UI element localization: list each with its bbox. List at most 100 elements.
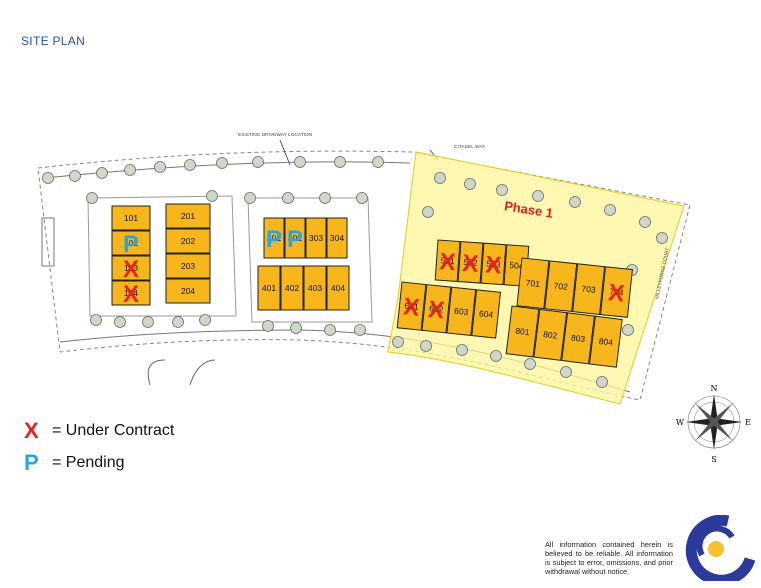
compass-n: N bbox=[711, 384, 718, 393]
unit-label-101: 101 bbox=[124, 213, 138, 223]
brand-logo bbox=[685, 515, 756, 581]
logo-inner-arc bbox=[696, 525, 735, 557]
tree-icon bbox=[199, 314, 211, 326]
unit-label-602: 602 bbox=[429, 303, 444, 314]
unit-203[interactable] bbox=[165, 253, 211, 279]
under-contract-marker-502: X bbox=[461, 250, 479, 278]
tree-icon bbox=[96, 167, 108, 179]
existing-driveway-label: EXISTING DRIVEWAY LOCATION bbox=[238, 132, 313, 138]
unit-label-103: 103 bbox=[124, 263, 138, 273]
unit-701[interactable] bbox=[516, 257, 550, 310]
under-contract-marker-602: X bbox=[427, 296, 446, 325]
unit-label-401: 401 bbox=[262, 283, 276, 293]
unit-304[interactable] bbox=[326, 217, 348, 259]
tree-icon bbox=[392, 336, 404, 348]
parking-lot-west bbox=[87, 195, 237, 317]
unit-704[interactable] bbox=[599, 266, 633, 318]
unit-804[interactable] bbox=[588, 315, 623, 368]
unit-303[interactable] bbox=[305, 217, 327, 259]
tree-icon bbox=[172, 316, 184, 328]
unit-801[interactable] bbox=[505, 305, 540, 358]
tree-icon bbox=[532, 190, 544, 202]
unit-102[interactable] bbox=[111, 230, 151, 256]
unit-604[interactable] bbox=[471, 289, 502, 339]
unit-601[interactable] bbox=[396, 281, 427, 331]
west-entry bbox=[41, 217, 55, 267]
tree-icon bbox=[490, 350, 502, 362]
logo-ring bbox=[685, 515, 756, 581]
tree-icon bbox=[290, 322, 302, 334]
unit-503[interactable] bbox=[480, 242, 507, 286]
unit-402[interactable] bbox=[280, 265, 304, 311]
compass-e: E bbox=[745, 418, 751, 427]
tree-icon bbox=[639, 216, 651, 228]
unit-104[interactable] bbox=[111, 280, 151, 306]
unit-501[interactable] bbox=[434, 239, 461, 282]
unit-label-502: 502 bbox=[463, 257, 478, 268]
unit-301[interactable] bbox=[263, 217, 285, 259]
tree-icon bbox=[569, 196, 581, 208]
unit-label-204: 204 bbox=[181, 286, 195, 296]
unit-label-704: 704 bbox=[609, 286, 624, 297]
under-contract-marker-501: X bbox=[439, 248, 457, 276]
tree-icon bbox=[434, 172, 446, 184]
unit-302[interactable] bbox=[284, 217, 306, 259]
unit-label-303: 303 bbox=[309, 233, 323, 243]
unit-803[interactable] bbox=[561, 312, 595, 365]
tree-icon bbox=[184, 159, 196, 171]
unit-204[interactable] bbox=[165, 278, 211, 304]
unit-201[interactable] bbox=[165, 203, 211, 229]
tree-icon bbox=[560, 366, 572, 378]
unit-label-501: 501 bbox=[440, 255, 455, 266]
pending-marker-301: P bbox=[266, 226, 282, 253]
unit-603[interactable] bbox=[446, 286, 477, 337]
under-contract-marker-601: X bbox=[402, 293, 421, 322]
tree-icon bbox=[656, 232, 668, 244]
unit-label-702: 702 bbox=[553, 280, 568, 291]
tree-icon bbox=[356, 192, 368, 204]
unit-702[interactable] bbox=[544, 260, 578, 313]
tree-icon bbox=[422, 206, 434, 218]
tree-icon bbox=[604, 204, 616, 216]
compass-rose: N S E W bbox=[676, 384, 751, 464]
unit-label-102: 102 bbox=[124, 238, 138, 248]
unit-label-104: 104 bbox=[124, 288, 138, 298]
unit-101[interactable] bbox=[111, 205, 151, 231]
unit-404[interactable] bbox=[326, 265, 350, 311]
unit-502[interactable] bbox=[457, 241, 484, 284]
unit-403[interactable] bbox=[303, 265, 327, 311]
tree-icon bbox=[496, 184, 508, 196]
tree-icon bbox=[124, 164, 136, 176]
unit-label-504: 504 bbox=[509, 260, 524, 271]
under-contract-marker-103: X bbox=[123, 256, 139, 283]
tree-icon bbox=[216, 157, 228, 169]
unit-label-403: 403 bbox=[308, 283, 322, 293]
tree-icon bbox=[86, 192, 98, 204]
unit-401[interactable] bbox=[257, 265, 281, 311]
unit-label-703: 703 bbox=[581, 283, 596, 294]
unit-202[interactable] bbox=[165, 228, 211, 254]
tree-icon bbox=[114, 316, 126, 328]
unit-602[interactable] bbox=[421, 284, 452, 334]
tree-icon bbox=[142, 316, 154, 328]
tree-icon bbox=[154, 161, 166, 173]
tree-icon bbox=[324, 324, 336, 336]
pending-marker-302: P bbox=[287, 226, 303, 253]
unit-label-801: 801 bbox=[515, 326, 531, 338]
unit-802[interactable] bbox=[533, 308, 568, 361]
unit-label-203: 203 bbox=[181, 261, 195, 271]
unit-703[interactable] bbox=[572, 263, 606, 315]
unit-label-402: 402 bbox=[285, 283, 299, 293]
legend-symbol: X bbox=[24, 418, 39, 443]
page-title: SITE PLAN bbox=[21, 34, 86, 48]
unit-103[interactable] bbox=[111, 255, 151, 281]
under-contract-marker-503: X bbox=[484, 251, 502, 279]
tree-icon bbox=[244, 192, 256, 204]
tree-icon bbox=[622, 324, 634, 336]
tree-icon bbox=[334, 156, 346, 168]
